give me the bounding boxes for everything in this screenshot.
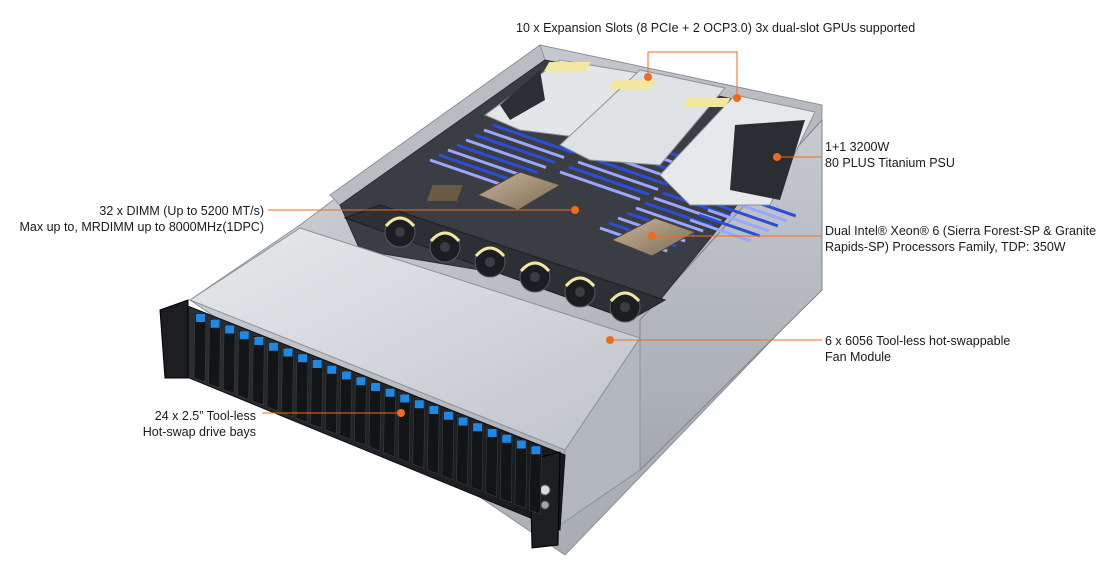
dimm-stick bbox=[465, 138, 547, 169]
dimm-stick bbox=[483, 128, 565, 159]
dimm-stick bbox=[568, 165, 650, 196]
drive-bay bbox=[368, 380, 382, 452]
dimm-stick bbox=[707, 208, 770, 233]
dot-dimm bbox=[571, 206, 579, 214]
dimm-stick bbox=[716, 203, 779, 228]
callout-cpu: Dual Intel® Xeon® 6 (Sierra Forest-SP & … bbox=[825, 223, 1096, 255]
callout-dots bbox=[397, 73, 781, 417]
dimm-stick bbox=[559, 170, 641, 201]
drive-bay bbox=[339, 369, 353, 440]
drive-bays bbox=[193, 311, 542, 515]
fan-module bbox=[474, 246, 506, 278]
dimm-stick bbox=[577, 160, 659, 191]
drive-bay bbox=[324, 363, 338, 435]
drive-bay bbox=[281, 346, 294, 417]
leader-expansion bbox=[647, 51, 738, 98]
drive-bay bbox=[485, 426, 498, 498]
callout-psu: 1+1 3200W 80 PLUS Titanium PSU bbox=[825, 139, 955, 171]
dimm-stick bbox=[586, 155, 668, 186]
drive-bay bbox=[354, 374, 367, 446]
drive-bay bbox=[237, 328, 251, 400]
drive-bay bbox=[383, 386, 396, 458]
callout-drive-line2: Hot-swap drive bays bbox=[142, 425, 256, 439]
dot-fan bbox=[606, 336, 614, 344]
fan-module bbox=[384, 216, 416, 248]
drive-bay bbox=[499, 432, 513, 504]
callout-psu-line1: 1+1 3200W bbox=[825, 140, 890, 154]
drive-bay bbox=[427, 403, 440, 475]
drive-bay bbox=[529, 443, 542, 515]
callout-drive-line1: 24 x 2.5” Tool-less bbox=[154, 409, 256, 423]
drive-bay bbox=[310, 357, 323, 429]
callout-dimm: 32 x DIMM (Up to 5200 MT/s) Max up to, M… bbox=[4, 203, 264, 235]
callout-dimm-line1: 32 x DIMM (Up to 5200 MT/s) bbox=[99, 204, 264, 218]
dimm-stick bbox=[698, 213, 761, 238]
dimm-stick bbox=[456, 143, 538, 174]
fan-modules bbox=[343, 204, 667, 323]
drive-bay bbox=[412, 397, 426, 469]
drive-bay bbox=[193, 311, 207, 383]
drive-bay bbox=[470, 420, 484, 492]
fan-module bbox=[429, 231, 461, 263]
drive-bay bbox=[208, 317, 221, 389]
leader-lines bbox=[262, 51, 822, 414]
dot-expansion-1 bbox=[644, 73, 652, 81]
drive-cage-cover bbox=[188, 227, 641, 526]
dimm-stick bbox=[689, 218, 752, 243]
callout-fan: 6 x 6056 Tool-less hot-swappable Fan Mod… bbox=[825, 333, 1010, 365]
fan-module bbox=[609, 291, 641, 323]
dimm-stick bbox=[438, 153, 520, 184]
callout-dimm-line2: Max up to, MRDIMM up to 8000MHz(1DPC) bbox=[19, 220, 264, 234]
dimm-stick bbox=[429, 158, 511, 189]
dot-cpu bbox=[648, 232, 656, 240]
callout-drive-bays: 24 x 2.5” Tool-less Hot-swap drive bays bbox=[100, 408, 256, 440]
fan-module bbox=[564, 276, 596, 308]
drive-bay bbox=[514, 438, 528, 509]
drive-bay bbox=[252, 334, 265, 406]
dimm-stick bbox=[635, 206, 704, 233]
callout-cpu-line1: Dual Intel® Xeon® 6 (Sierra Forest-SP & … bbox=[825, 224, 1097, 238]
drive-bay bbox=[456, 415, 469, 486]
callout-expansion-text: 10 x Expansion Slots (8 PCIe + 2 OCP3.0)… bbox=[516, 21, 916, 35]
callout-expansion-slots: 10 x Expansion Slots (8 PCIe + 2 OCP3.0)… bbox=[516, 20, 915, 36]
dot-drive bbox=[397, 409, 405, 417]
fan-module bbox=[519, 261, 551, 293]
dot-psu bbox=[773, 153, 781, 161]
callout-cpu-line2: Rapids-SP) Processors Family, TDP: 350W bbox=[825, 240, 1066, 254]
dimm-stick bbox=[492, 123, 574, 154]
dimm-stick bbox=[474, 133, 556, 164]
drive-bay bbox=[397, 392, 411, 463]
drive-bay bbox=[295, 351, 309, 423]
drive-bay bbox=[441, 409, 455, 481]
callout-fan-line2: Fan Module bbox=[825, 350, 892, 364]
callout-psu-line2: 80 PLUS Titanium PSU bbox=[825, 156, 955, 170]
drive-bay bbox=[266, 340, 280, 412]
dimm-stick bbox=[447, 148, 529, 179]
drive-bay bbox=[222, 323, 236, 394]
callout-fan-line1: 6 x 6056 Tool-less hot-swappable bbox=[825, 334, 1011, 348]
expansion-risers bbox=[483, 59, 816, 206]
dot-expansion-2 bbox=[733, 94, 741, 102]
